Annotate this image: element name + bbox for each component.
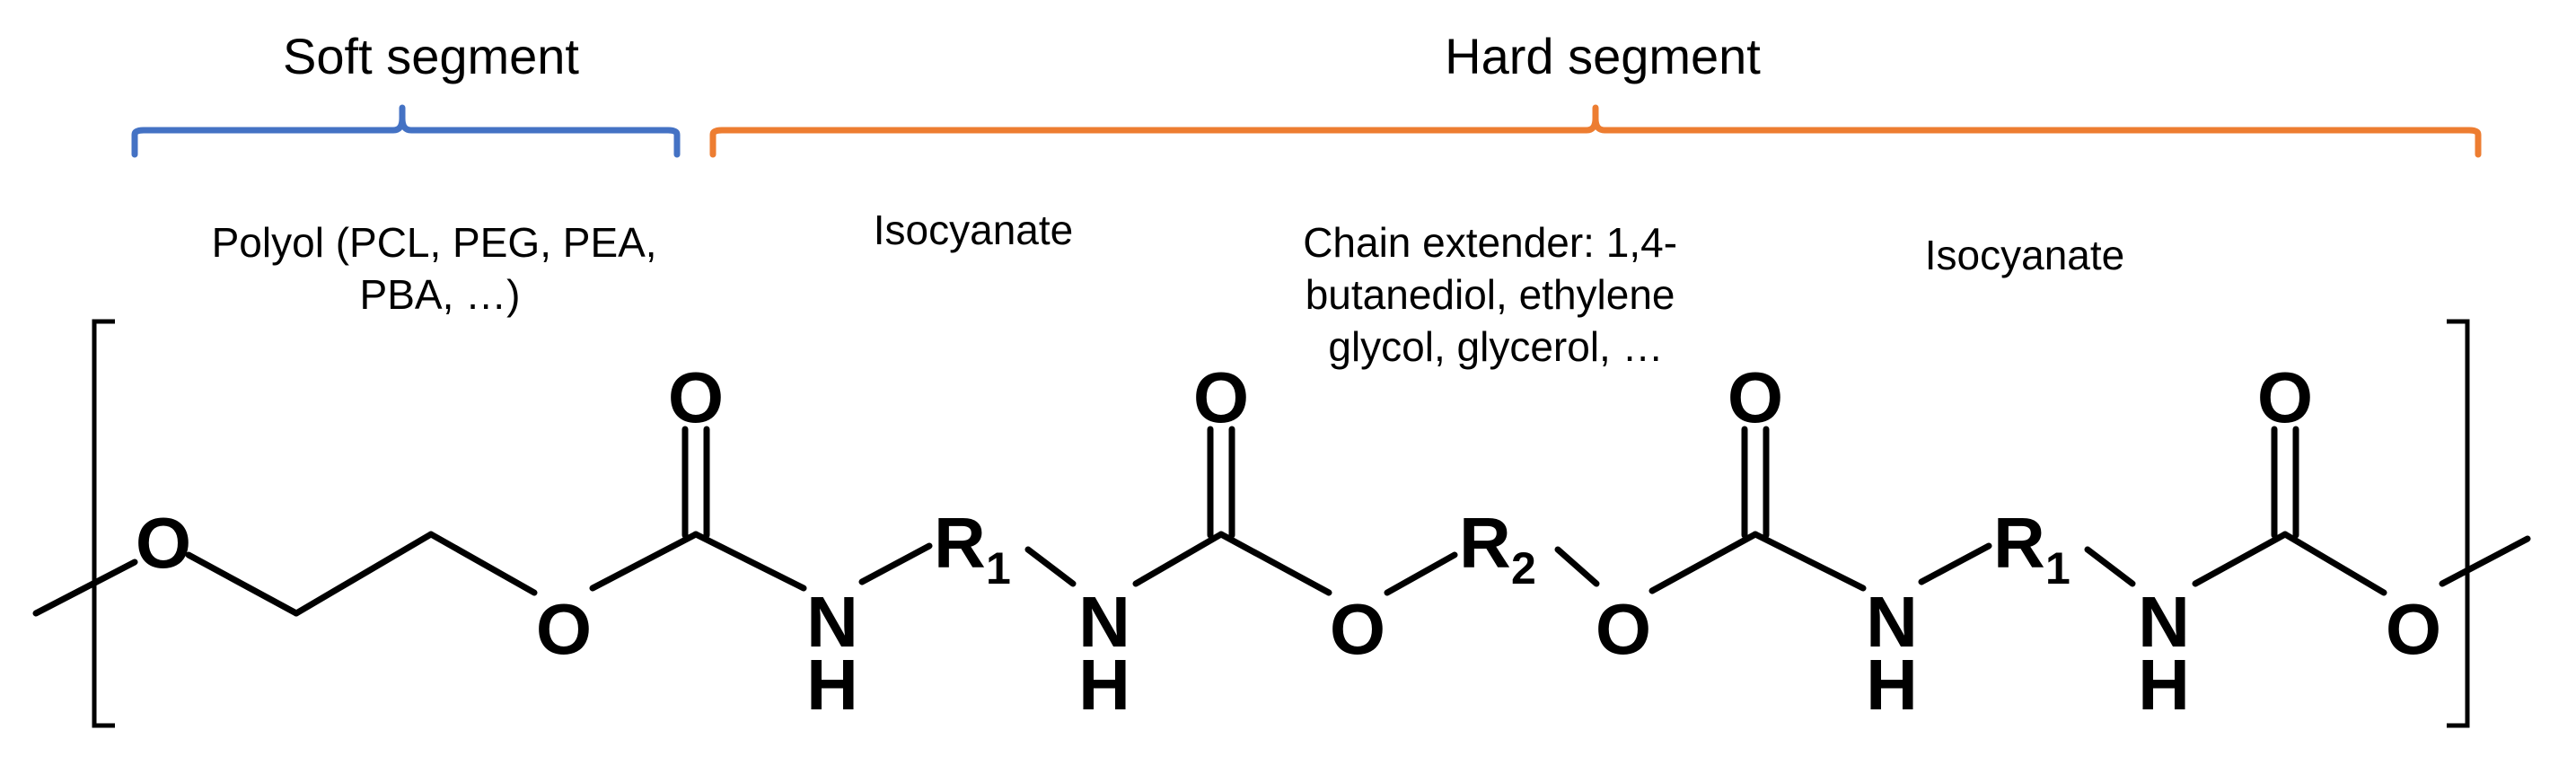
hard-segment-title: Hard segment — [1445, 28, 1761, 84]
hydrogen-atom-4: H — [2138, 645, 2190, 725]
bond-c-c — [293, 531, 435, 617]
carbonyl-oxygen-4: O — [2257, 357, 2313, 437]
bond-end-left — [32, 559, 138, 617]
bond-o1-c — [185, 551, 300, 617]
r1-group-2: R 1 — [1993, 503, 2070, 594]
carbonyl-oxygen-3: O — [1728, 357, 1783, 437]
backbone-bonds — [32, 531, 2531, 617]
bond-n3-r1 — [1918, 542, 1992, 585]
polyol-label-line-2: PBA, …) — [360, 271, 521, 318]
bond-n2-c2 — [1132, 531, 1225, 587]
chain-extender-label: Chain extender: 1,4- butanediol, ethylen… — [1303, 219, 1689, 370]
bond-c-o2 — [427, 531, 538, 596]
hydrogen-atom-2: H — [1078, 645, 1130, 725]
bond-r1-n2 — [1024, 546, 1077, 587]
right-bracket — [2447, 319, 2470, 728]
bond-o3-r2 — [1384, 551, 1458, 596]
hydrogen-atom-3: H — [1866, 645, 1918, 725]
isocyanate-label-1: Isocyanate — [874, 207, 1073, 253]
bond-c3-n3 — [1752, 531, 1867, 592]
r1-group-1-letter: R — [934, 503, 986, 583]
bond-o4-c3 — [1648, 531, 1759, 594]
soft-segment-title: Soft segment — [283, 28, 579, 84]
nitrogen-atom-4: N — [2138, 582, 2190, 662]
soft-segment-brace — [131, 104, 681, 158]
oxygen-atom-1: O — [136, 503, 191, 583]
oxygen-atom-3: O — [1330, 589, 1385, 669]
hydrogen-atom-1: H — [806, 645, 858, 725]
chain-extender-line-3: glycol, glycerol, … — [1328, 323, 1663, 370]
r2-group-letter: R — [1459, 503, 1511, 583]
carbonyl-oxygen-1: O — [668, 357, 724, 437]
r1-group-1: R 1 — [934, 503, 1011, 594]
bond-end-right — [2439, 535, 2531, 587]
r1-group-1-subscript: 1 — [986, 543, 1011, 594]
r1-group-2-letter: R — [1993, 503, 2045, 583]
bond-r1-n4 — [2084, 546, 2136, 587]
left-bracket — [92, 319, 115, 728]
chain-extender-line-1: Chain extender: 1,4- — [1303, 219, 1677, 266]
oxygen-atom-2: O — [536, 589, 592, 669]
bond-n1-r1 — [858, 542, 933, 585]
polyol-label: Polyol (PCL, PEG, PEA, PBA, …) — [212, 219, 669, 318]
nitrogen-atom-3: N — [1866, 582, 1918, 662]
bond-r2-o4 — [1554, 546, 1600, 587]
bond-c2-o3 — [1218, 531, 1332, 596]
bond-c4-o5 — [2281, 531, 2387, 596]
oxygen-atom-5: O — [2386, 589, 2441, 669]
bond-c1-n1 — [692, 531, 807, 592]
polyol-label-line-1: Polyol (PCL, PEG, PEA, — [212, 219, 657, 266]
r2-group-subscript: 2 — [1511, 543, 1536, 594]
isocyanate-label-2: Isocyanate — [1925, 232, 2124, 278]
hard-segment-brace — [709, 104, 2482, 158]
nitrogen-atom-1: N — [806, 582, 858, 662]
nitrogen-atom-2: N — [1078, 582, 1130, 662]
bond-n4-c4 — [2192, 531, 2289, 587]
r1-group-2-subscript: 1 — [2045, 543, 2070, 594]
oxygen-atom-4: O — [1596, 589, 1651, 669]
r2-group: R 2 — [1459, 503, 1536, 594]
carbonyl-double-bonds — [681, 426, 2299, 539]
bond-o2-c1 — [589, 531, 699, 592]
carbonyl-oxygen-2: O — [1193, 357, 1249, 437]
chain-extender-line-2: butanediol, ethylene — [1306, 271, 1675, 318]
